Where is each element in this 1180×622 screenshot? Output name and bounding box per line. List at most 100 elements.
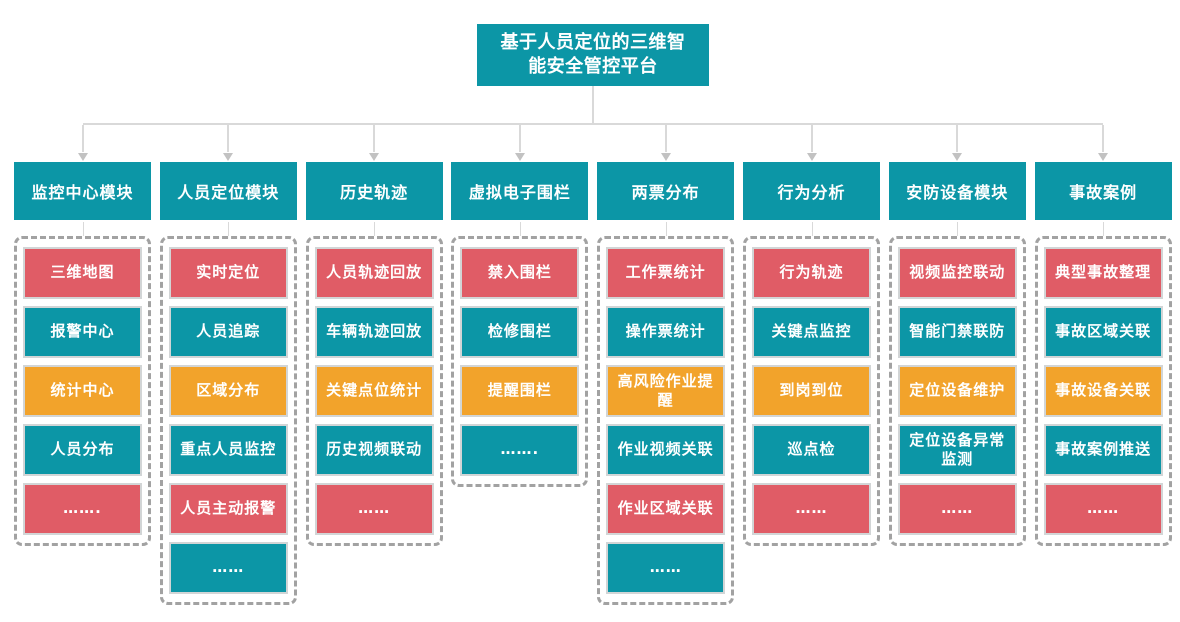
feature-node: 关键点监控 (752, 306, 871, 358)
feature-node-label: 视频监控联动 (909, 263, 1006, 282)
connector-header-stem (519, 222, 521, 236)
module-header-label: 人员定位模块 (177, 183, 280, 202)
feature-node-label: 三维地图 (50, 263, 115, 282)
feature-node-label: 关键点位统计 (326, 381, 423, 400)
feature-node-label: 事故案例推送 (1055, 440, 1152, 459)
feature-node-label: 重点人员监控 (180, 440, 277, 459)
feature-node-label: 典型事故整理 (1055, 263, 1152, 282)
module-column: 虚拟电子围栏禁入围栏检修围栏提醒围栏 ……. (451, 162, 589, 487)
feature-node: 三维地图 (23, 247, 142, 299)
feature-node: 统计中心 (23, 365, 142, 417)
feature-node-label: 区域分布 (196, 381, 261, 400)
arrow-down-icon (806, 153, 817, 161)
connector-branch (664, 125, 667, 152)
feature-node: 高风险作业提醒 (606, 365, 726, 417)
feature-group: 视频监控联动智能门禁联防定位设备维护定位设备异常监测 …… (888, 236, 1026, 546)
connector-header-stem (811, 222, 813, 236)
arrow-down-icon (660, 153, 671, 161)
feature-node: …… (314, 483, 434, 535)
feature-node-label: 事故区域关联 (1055, 322, 1152, 341)
feature-node: 操作票统计 (606, 306, 726, 358)
feature-node-label: …… (941, 499, 974, 518)
feature-node: 车辆轨迹回放 (314, 306, 434, 358)
feature-node: 人员分布 (23, 424, 142, 476)
feature-node-label: 人员追踪 (196, 322, 261, 341)
feature-node: 智能门禁联防 (897, 306, 1017, 358)
feature-node-label: 定位设备异常监测 (909, 430, 1006, 469)
feature-node: 巡点检 (752, 424, 871, 476)
module-header-label: 虚拟电子围栏 (468, 183, 571, 202)
feature-node: …… (752, 483, 871, 535)
feature-node-label: 关键点监控 (771, 322, 852, 341)
module-header-label: 两票分布 (631, 183, 700, 202)
feature-node-label: 智能门禁联防 (909, 322, 1006, 341)
feature-node: …… (897, 483, 1017, 535)
arrow-down-icon (223, 153, 234, 161)
feature-node: 典型事故整理 (1043, 247, 1163, 299)
module-header-label: 监控中心模块 (31, 183, 134, 202)
feature-node-label: 作业区域关联 (617, 499, 714, 518)
feature-group: 实时定位人员追踪区域分布重点人员监控人员主动报警…… (159, 236, 297, 605)
feature-node-label: 事故设备关联 (1055, 381, 1152, 400)
connector-header-stem (1103, 222, 1105, 236)
arrow-down-icon (369, 153, 380, 161)
feature-node-label: 提醒围栏 (487, 381, 552, 400)
module-header: 事故案例 (1034, 162, 1172, 220)
feature-node-label: 定位设备维护 (909, 381, 1006, 400)
connector-header-stem (374, 222, 376, 236)
feature-node: 检修围栏 (460, 306, 580, 358)
feature-node-label: ……. (63, 499, 102, 518)
module-header-label: 事故案例 (1069, 183, 1138, 202)
module-header: 两票分布 (597, 162, 735, 220)
module-header-label: 历史轨迹 (340, 183, 409, 202)
root-node: 基于人员定位的三维智能安全管控平台 (477, 24, 709, 86)
connector-branch (373, 125, 376, 152)
connector-branch (810, 125, 813, 152)
feature-node: 人员主动报警 (168, 483, 288, 535)
connector-branch (81, 125, 84, 152)
connector-branch (227, 125, 230, 152)
module-header: 行为分析 (743, 162, 880, 220)
feature-node-label: 统计中心 (50, 381, 115, 400)
connector-header-stem (957, 222, 959, 236)
feature-node-label: …… (1087, 499, 1120, 518)
connector-header-stem (665, 222, 667, 236)
connector-branch (518, 125, 521, 152)
feature-node: 作业视频关联 (606, 424, 726, 476)
feature-node: 工作票统计 (606, 247, 726, 299)
module-column: 人员定位模块实时定位人员追踪区域分布重点人员监控人员主动报警…… (159, 162, 297, 605)
module-header-label: 行为分析 (777, 183, 846, 202)
feature-node: 行为轨迹 (752, 247, 871, 299)
feature-node: 到岗到位 (752, 365, 871, 417)
feature-node: 重点人员监控 (168, 424, 288, 476)
feature-node-label: 禁入围栏 (487, 263, 552, 282)
feature-node-label: 作业视频关联 (617, 440, 714, 459)
feature-node-label: 行为轨迹 (779, 263, 844, 282)
feature-node-label: 人员轨迹回放 (326, 263, 423, 282)
feature-group: 工作票统计操作票统计高风险作业提醒作业视频关联作业区域关联…… (597, 236, 735, 605)
feature-node: 事故案例推送 (1043, 424, 1163, 476)
feature-node: 作业区域关联 (606, 483, 726, 535)
feature-node-label: 人员分布 (50, 440, 115, 459)
feature-group: 典型事故整理事故区域关联事故设备关联事故案例推送 …… (1034, 236, 1172, 546)
connector-rail (82, 123, 1104, 125)
feature-node: …… (168, 542, 288, 594)
feature-group: 行为轨迹关键点监控到岗到位巡点检 …… (743, 236, 880, 546)
feature-node: 定位设备维护 (897, 365, 1017, 417)
arrow-down-icon (77, 153, 88, 161)
feature-node: …… (1043, 483, 1163, 535)
module-column: 历史轨迹人员轨迹回放车辆轨迹回放关键点位统计历史视频联动 …… (305, 162, 443, 546)
feature-node: 定位设备异常监测 (897, 424, 1017, 476)
feature-node: 历史视频联动 (314, 424, 434, 476)
module-header: 人员定位模块 (159, 162, 297, 220)
module-header-label: 安防设备模块 (906, 183, 1009, 202)
feature-node-label: 车辆轨迹回放 (326, 322, 423, 341)
module-header: 虚拟电子围栏 (451, 162, 589, 220)
connector-header-stem (228, 222, 230, 236)
feature-node: ……. (460, 424, 580, 476)
feature-node: 事故设备关联 (1043, 365, 1163, 417)
feature-node: 事故区域关联 (1043, 306, 1163, 358)
feature-node: 人员追踪 (168, 306, 288, 358)
feature-group: 人员轨迹回放车辆轨迹回放关键点位统计历史视频联动 …… (305, 236, 443, 546)
feature-node: 人员轨迹回放 (314, 247, 434, 299)
